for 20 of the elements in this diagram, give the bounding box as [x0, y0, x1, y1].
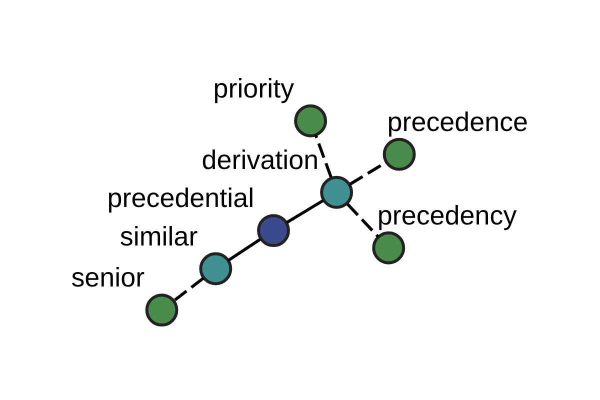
node-label: derivation [202, 144, 319, 175]
node-label: similar [120, 220, 198, 251]
node-circle [257, 214, 290, 247]
connector [227, 238, 261, 262]
node-label: precedential [107, 182, 254, 213]
connector [349, 160, 387, 186]
node-circle [320, 175, 354, 208]
connector [314, 134, 332, 178]
node-label: senior [71, 262, 145, 292]
connector [174, 276, 204, 301]
connector [286, 198, 324, 224]
connector [346, 202, 380, 238]
node-label: precedency [377, 200, 517, 230]
node-circle [294, 104, 328, 137]
node-circle [199, 252, 232, 285]
node-circle [382, 137, 416, 170]
node-circle [372, 230, 406, 264]
node-label: precedence [387, 106, 528, 136]
node-label: priority [213, 73, 294, 104]
node-circle [145, 293, 178, 326]
